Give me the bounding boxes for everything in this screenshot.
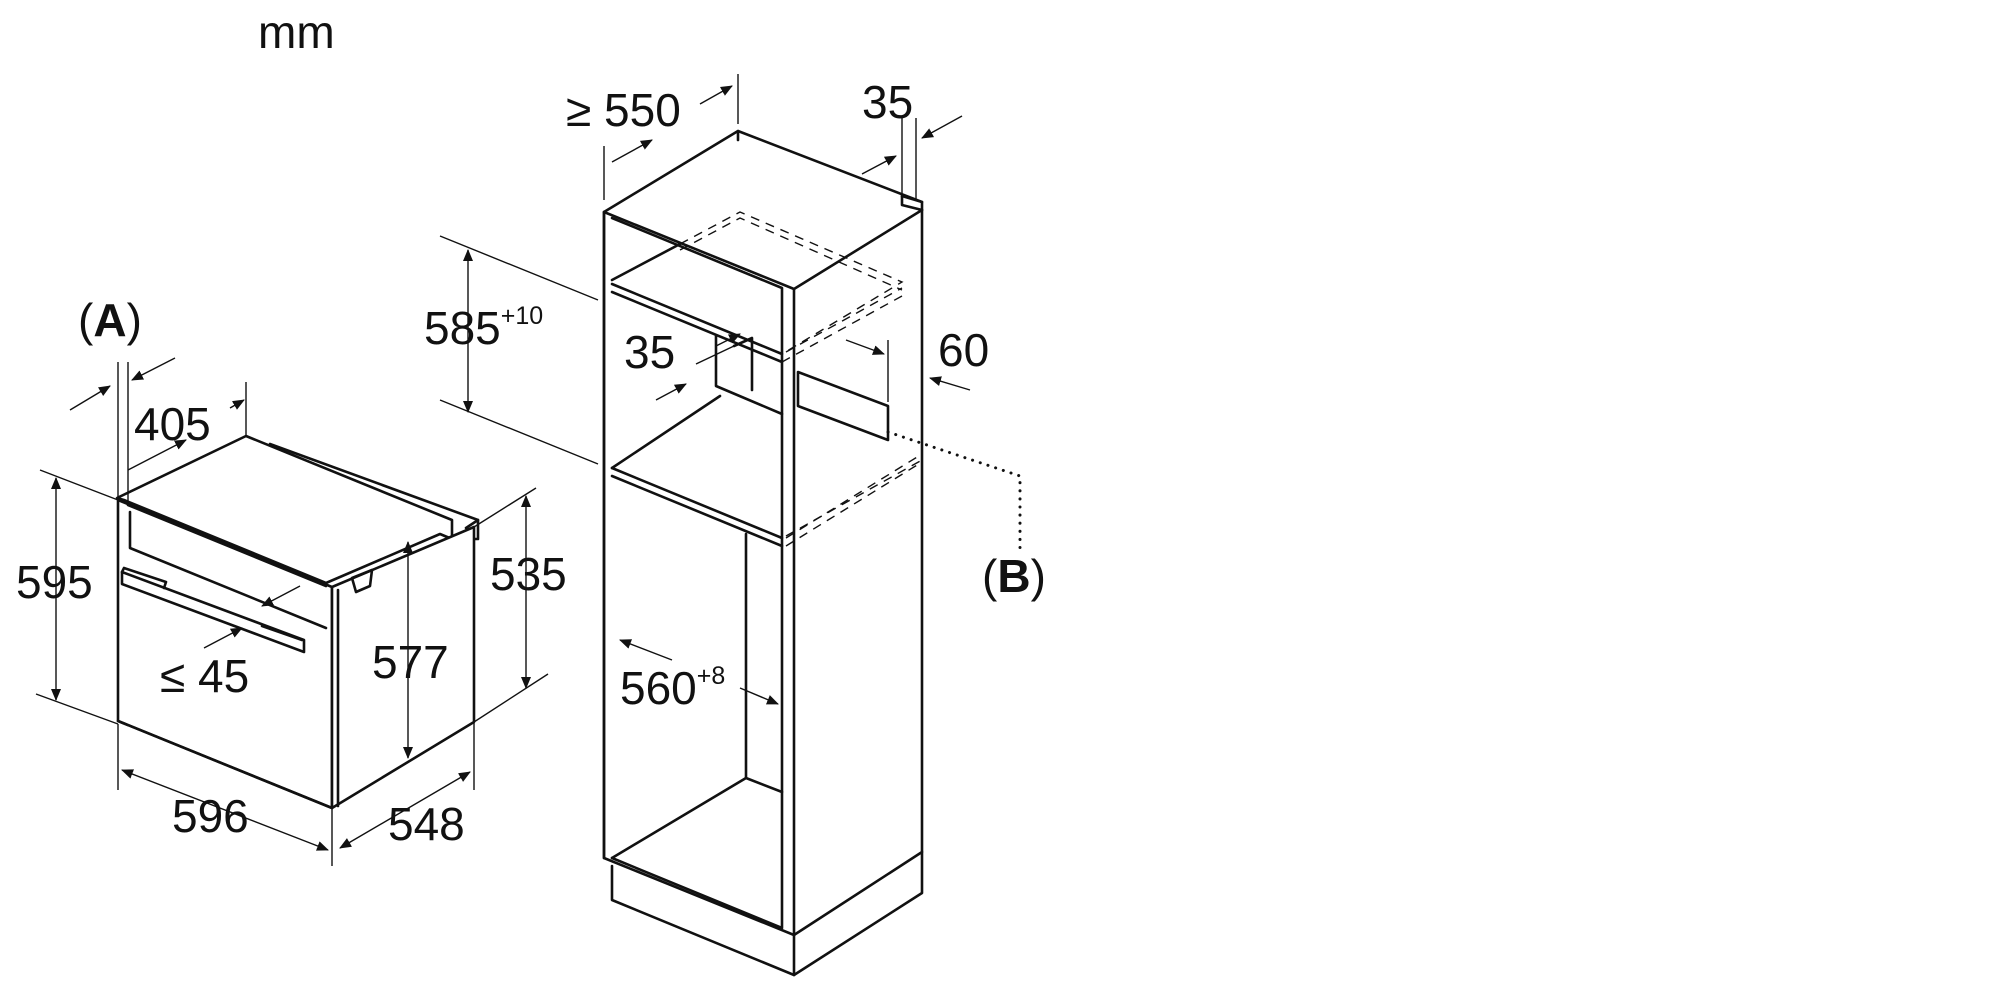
dim-handle-depth: ≤ 45 (160, 650, 249, 702)
cabinet-drawing (602, 129, 1022, 977)
dim-oven-depth: 548 (388, 798, 465, 850)
dim-door-thickness: 405 (134, 398, 211, 450)
dim-body-height: 577 (372, 636, 449, 688)
dim-body-depth: 535 (490, 548, 567, 600)
dim-niche-width: 560+8 (620, 662, 725, 714)
dim-niche-height: 585+10 (424, 302, 543, 354)
cabinet-dimensions (439, 74, 971, 705)
dim-min-depth: ≥ 550 (566, 84, 681, 136)
oven-dimensions (35, 357, 549, 866)
callout-b: (B) (982, 550, 1046, 602)
oven-drawing (115, 434, 480, 810)
unit-label: mm (258, 6, 335, 58)
dim-front-gap: 35 (624, 326, 675, 378)
dim-rear-gap: 35 (862, 76, 913, 128)
callout-a: (A) (78, 294, 142, 346)
dim-vent-width: 60 (938, 324, 989, 376)
dim-oven-width: 596 (172, 790, 249, 842)
dim-oven-height: 595 (16, 556, 93, 608)
